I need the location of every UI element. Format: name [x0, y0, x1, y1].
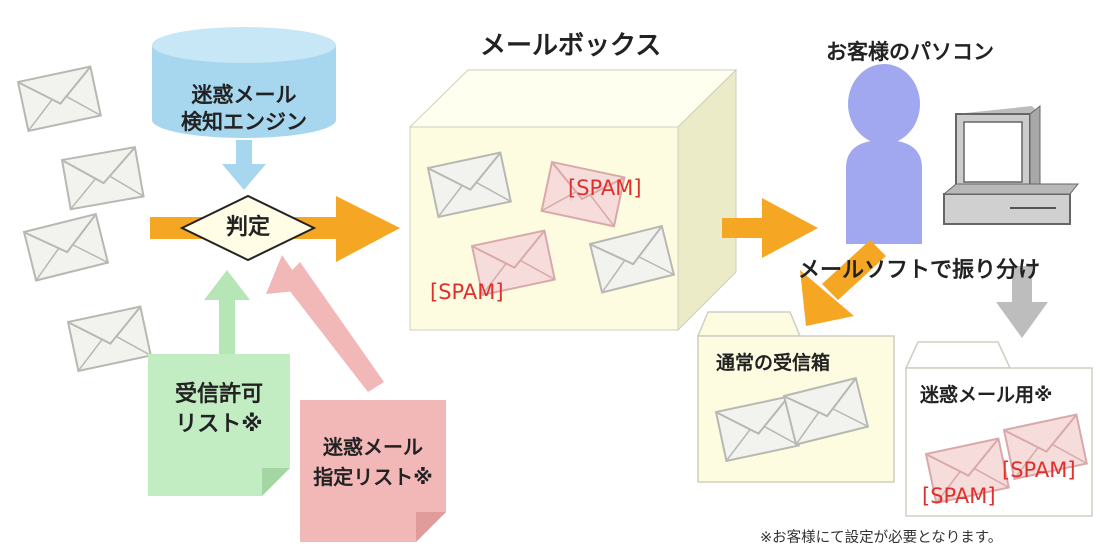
allow-list-label-line1: 受信許可 — [174, 382, 263, 407]
envelope-icon — [67, 305, 152, 372]
spam-folder-label: 迷惑メール用※ — [920, 384, 1053, 406]
detection-engine-label: 迷惑メール 検知エンジン — [172, 82, 316, 136]
envelope-icon — [61, 146, 145, 211]
allow-list-label: 受信許可 リスト※ — [150, 380, 288, 440]
normal-inbox-label: 通常の受信箱 — [716, 352, 831, 374]
database-icon — [152, 27, 336, 138]
note-icon — [300, 400, 446, 542]
envelope-icon — [17, 65, 102, 132]
sorting-caption: メールソフトで振り分け — [798, 258, 1041, 283]
block-list-label-line1: 迷惑メール — [323, 435, 423, 459]
incoming-mail — [17, 65, 152, 372]
allow-list-label-line2: リスト※ — [175, 412, 263, 437]
mailbox-title: メールボックス — [480, 31, 662, 61]
customer-pc-title: お客様のパソコン — [826, 40, 994, 64]
judgement-label: 判定 — [225, 215, 270, 240]
note-icon — [148, 354, 290, 496]
detection-engine-label-line2: 検知エンジン — [181, 110, 307, 134]
mailbox-cube — [408, 68, 738, 332]
spam-tag: [SPAM] — [568, 176, 642, 200]
computer-icon — [942, 104, 1080, 225]
detection-engine-label-line1: 迷惑メール — [191, 83, 297, 107]
arrow-icon — [722, 198, 818, 258]
arrow-icon — [800, 240, 886, 326]
judgement-diamond — [179, 194, 317, 262]
arrow-icon — [266, 255, 384, 392]
person-icon — [846, 64, 922, 244]
spam-tag: [SPAM] — [430, 280, 504, 304]
block-list-label: 迷惑メール 指定リスト※ — [298, 432, 448, 492]
envelope-icon — [23, 213, 109, 282]
spam-tag: [SPAM] — [922, 484, 996, 508]
spam-tag: [SPAM] — [1002, 458, 1076, 482]
arrow-icon — [222, 140, 266, 190]
arrow-icon — [996, 266, 1048, 338]
block-list-label-line2: 指定リスト※ — [313, 465, 433, 489]
footnote: ※お客様にて設定が必要となります。 — [760, 530, 1003, 546]
arrow-icon — [204, 270, 250, 356]
